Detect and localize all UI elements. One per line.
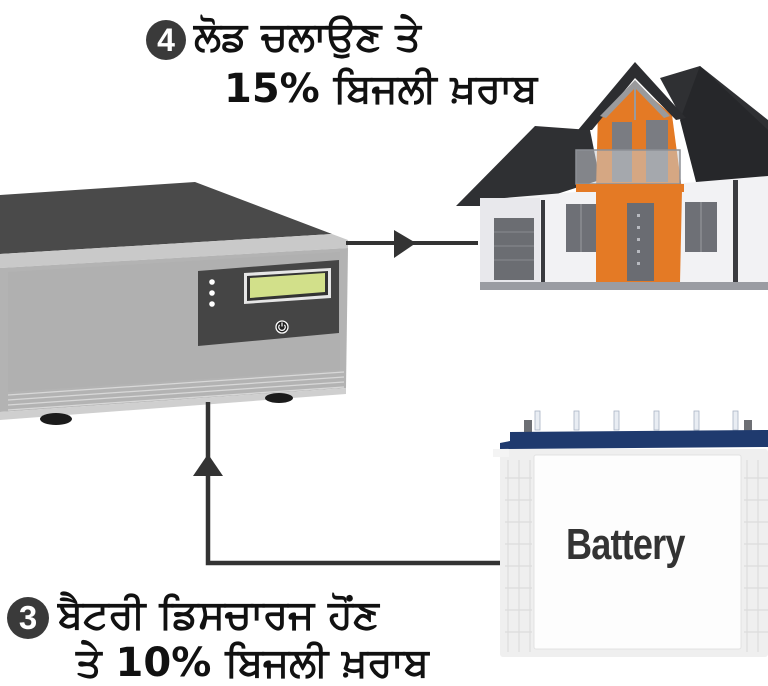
battery-vent-caps: [534, 410, 739, 431]
indicator-led: [209, 279, 215, 285]
inverter: [0, 182, 348, 425]
step-4-line-1: ਲੋਡ ਚਲਾਉਣ ਤੇ: [194, 14, 421, 60]
step-3-line-1: ਬੈਟਰੀ ਡਿਸਚਾਰਜ ਹੋਂਣ: [58, 592, 379, 638]
inverter-rim: [0, 234, 348, 268]
step-3-caption-line-2: ਤੇ 10% ਬਿਜਲੀ ਖ਼ਰਾਬ: [76, 640, 429, 686]
arrow-up-icon: [193, 454, 223, 476]
step-4-caption-line-2: 15% ਬਿਜਲੀ ਖ਼ਰਾਬ: [224, 66, 537, 112]
step-3-badge: 3: [7, 597, 49, 639]
inverter-foot-right: [265, 393, 293, 403]
battery-label: Battery: [566, 520, 685, 569]
connector-battery-to-inverter: [193, 402, 502, 566]
arrow-right-icon: [394, 230, 416, 258]
power-icon[interactable]: [275, 320, 289, 334]
step-3-line-2: ਤੇ 10% ਬਿਜਲੀ ਖ਼ਰਾਬ: [76, 640, 429, 686]
indicator-led: [209, 290, 215, 296]
battery-cap: [500, 430, 768, 449]
step-3-badge-circle: [7, 597, 49, 639]
indicator-led: [209, 301, 215, 307]
inverter-top: [0, 182, 332, 254]
step-3-caption: ਬੈਟਰੀ ਡਿਸਚਾਰਜ ਹੋਂਣ: [58, 592, 379, 638]
connector-inverter-to-house: [346, 230, 478, 258]
step-4-number: 4: [157, 22, 175, 58]
step-4-caption: ਲੋਡ ਚਲਾਉਣ ਤੇ: [194, 14, 421, 60]
step-4-badge-circle: [146, 20, 186, 60]
battery-ribs-left: [505, 460, 532, 652]
battery-ribs-right: [744, 460, 768, 652]
battery: [493, 410, 768, 657]
battery-terminal-positive: [744, 420, 752, 434]
house-door: [627, 203, 654, 281]
battery-terminal-negative: [524, 420, 532, 434]
inverter-grooves: [7, 371, 345, 411]
step-4-line-2: 15% ਬਿਜਲੀ ਖ਼ਰਾਬ: [224, 66, 538, 112]
step-3-number: 3: [18, 599, 38, 636]
garage-door: [494, 218, 534, 280]
step-4-badge: 4: [146, 20, 186, 60]
lcd-display: [250, 273, 325, 298]
house: [456, 62, 768, 290]
house-balcony: [575, 149, 681, 185]
battery-label-panel: [533, 454, 742, 650]
inverter-foot-left: [40, 413, 72, 425]
